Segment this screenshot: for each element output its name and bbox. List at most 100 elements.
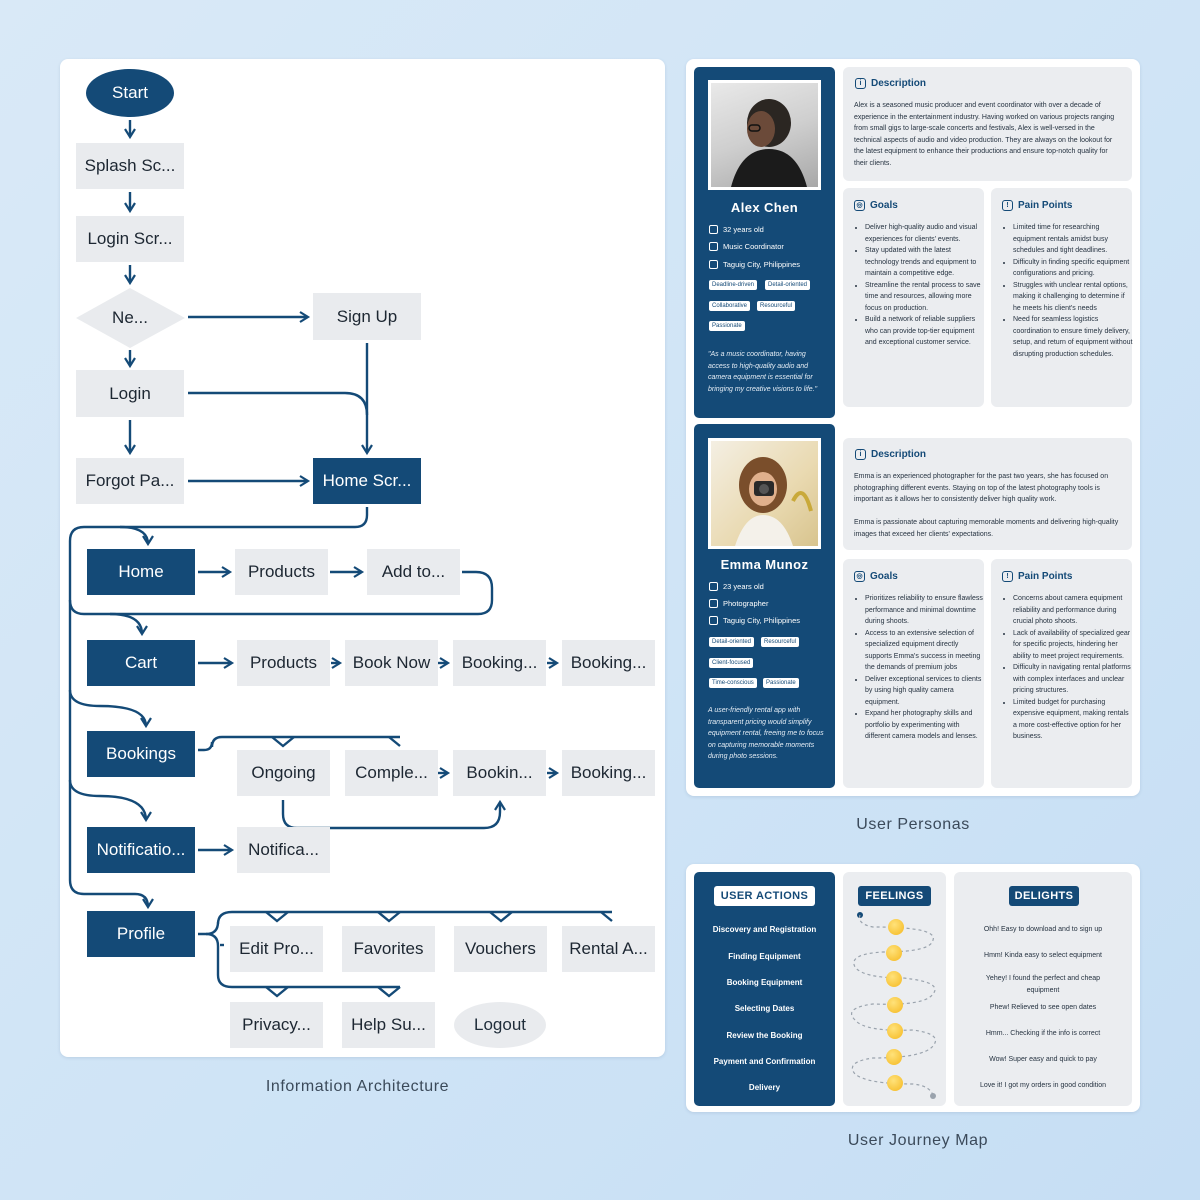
alex-goals-list: Deliver high-quality audio and visual ex… bbox=[853, 222, 983, 349]
booking-node-3: Booking... bbox=[562, 750, 655, 796]
journey-action: Finding Equipment bbox=[728, 952, 801, 961]
alex-pain-points-box: !Pain Points Limited time for researchin… bbox=[991, 188, 1132, 407]
add-to-node: Add to... bbox=[367, 549, 460, 595]
journey-delight: Ohh! Easy to download and to sign up bbox=[983, 926, 1103, 933]
emma-job: Photographer bbox=[709, 599, 768, 608]
decision-node-label: Ne... bbox=[112, 308, 148, 327]
alex-pain-item: Struggles with unclear rental options, m… bbox=[1013, 280, 1133, 315]
emma-goals-title: Goals bbox=[870, 571, 898, 582]
alex-goal-item: Streamline the rental process to save ti… bbox=[865, 280, 983, 315]
notifications-node: Notificatio... bbox=[87, 827, 195, 873]
alex-age-text: 32 years old bbox=[723, 225, 764, 234]
bookings-fork bbox=[198, 735, 400, 752]
bookin-node: Bookin... bbox=[453, 750, 546, 796]
booking-node-2: Booking... bbox=[562, 640, 655, 686]
journey-actions-column: USER ACTIONS Discovery and Registration … bbox=[694, 872, 835, 1106]
journey-delight: Yehey! I found the perfect and cheap equ… bbox=[985, 975, 1101, 994]
home-products-node: Products bbox=[235, 549, 328, 595]
login-node: Login bbox=[76, 370, 184, 417]
emma-location-text: Taguig City, Philippines bbox=[723, 616, 800, 625]
fork-favorites bbox=[377, 911, 401, 923]
help-support-node: Help Su... bbox=[342, 1002, 435, 1048]
alex-goal-item: Build a network of reliable suppliers wh… bbox=[865, 314, 983, 349]
emma-goal-item: Deliver exceptional services to clients … bbox=[865, 674, 985, 709]
emma-quote: A user-friendly rental app with transpar… bbox=[708, 707, 824, 760]
target-icon: ◎ bbox=[854, 571, 865, 582]
alex-location-text: Taguig City, Philippines bbox=[723, 260, 800, 269]
journey-caption: User Journey Map bbox=[847, 1132, 989, 1149]
alex-goals-box: ◎Goals Deliver high-quality audio and vi… bbox=[843, 188, 984, 407]
briefcase-icon bbox=[709, 599, 718, 608]
emma-name: Emma Munoz bbox=[720, 557, 809, 572]
emma-tag: Time-conscious bbox=[709, 678, 757, 688]
emma-goal-item: Expand her photography skills and portfo… bbox=[865, 708, 985, 743]
alex-goals-heading: ◎Goals bbox=[854, 200, 898, 211]
emma-pain-points-box: !Pain Points Concerns about camera equip… bbox=[991, 559, 1132, 788]
calendar-icon bbox=[709, 225, 718, 234]
user-actions-header: USER ACTIONS bbox=[714, 886, 815, 906]
cart-products-node: Products bbox=[237, 640, 330, 686]
login-screen-node: Login Scr... bbox=[76, 216, 184, 262]
alex-tag: Deadline-driven bbox=[709, 280, 758, 290]
fork-help bbox=[377, 986, 401, 998]
alex-description-text: Alex is a seasoned music producer and ev… bbox=[854, 102, 1115, 167]
decision-diamond bbox=[76, 288, 185, 348]
emma-photo-illustration bbox=[735, 457, 813, 546]
star-eyes-emoji-icon bbox=[886, 971, 902, 987]
fork-ongoing bbox=[271, 736, 295, 748]
branch-bookings bbox=[68, 689, 152, 729]
personas-caption: User Personas bbox=[856, 816, 970, 833]
emma-description-text-2: Emma is passionate about capturing memor… bbox=[854, 519, 1119, 538]
feelings-curve bbox=[851, 912, 937, 1099]
alex-goals-title: Goals bbox=[870, 200, 898, 211]
alex-pain-item: Need for seamless logistics coordination… bbox=[1013, 314, 1133, 360]
alex-name: Alex Chen bbox=[730, 200, 799, 215]
smile-emoji-icon bbox=[886, 945, 902, 961]
forgot-password-node: Forgot Pa... bbox=[76, 458, 184, 504]
journey-delight: Love it! I got my orders in good conditi… bbox=[979, 1082, 1107, 1089]
location-icon bbox=[709, 260, 718, 269]
journey-action: Payment and Confirmation bbox=[713, 1057, 816, 1066]
start-node: Start bbox=[86, 69, 174, 117]
loop-home-cart bbox=[68, 570, 494, 616]
emma-profile-card: Emma Munoz 23 years old Photographer Tag… bbox=[694, 424, 835, 788]
alex-pain-item: Limited time for researching equipment r… bbox=[1013, 222, 1133, 257]
branch-notifications bbox=[68, 779, 152, 823]
alex-profile-card: Alex Chen 32 years old Music Coordinator… bbox=[694, 67, 835, 418]
loop-ongoing-bookin bbox=[281, 799, 506, 830]
bookings-node: Bookings bbox=[87, 731, 195, 777]
fork-completed bbox=[388, 736, 401, 747]
emma-tag: Client-focused bbox=[709, 658, 754, 668]
journey-delight: Hmm! Kinda easy to select equipment bbox=[984, 952, 1102, 959]
alex-tag: Collaborative bbox=[709, 301, 751, 311]
emma-pain-item: Difficulty in navigating rental platform… bbox=[1013, 662, 1133, 697]
privacy-node: Privacy... bbox=[230, 1002, 323, 1048]
journey-action: Booking Equipment bbox=[726, 978, 803, 987]
booking-node-1: Booking... bbox=[453, 640, 546, 686]
alex-job: Music Coordinator bbox=[709, 242, 784, 251]
fork-vouchers bbox=[489, 911, 513, 923]
cart-node: Cart bbox=[87, 640, 195, 686]
alex-tag: Resourceful bbox=[757, 301, 796, 311]
alex-tag: Detail-oriented bbox=[765, 280, 811, 290]
delights-header: DELIGHTS bbox=[1009, 886, 1079, 906]
profile-fork bbox=[198, 910, 612, 936]
alex-description-title: Description bbox=[871, 78, 927, 89]
emma-goals-box: ◎Goals Prioritizes reliability to ensure… bbox=[843, 559, 984, 788]
branch-cart bbox=[109, 612, 148, 637]
emma-tag: Passionate bbox=[763, 678, 799, 688]
edit-profile-node: Edit Pro... bbox=[230, 926, 323, 972]
thinking-emoji-icon bbox=[887, 1023, 903, 1039]
alex-pain-title: Pain Points bbox=[1018, 200, 1073, 211]
emma-age: 23 years old bbox=[709, 582, 764, 591]
rental-node: Rental A... bbox=[562, 926, 655, 972]
emma-goals-heading: ◎ Goals bbox=[854, 571, 898, 582]
heart-eyes-emoji-icon bbox=[887, 1075, 903, 1091]
emma-pain-title: Pain Points bbox=[1018, 571, 1073, 582]
grin-emoji-icon bbox=[886, 1049, 902, 1065]
emma-description-title: Description bbox=[871, 449, 927, 460]
ia-caption: Information Architecture bbox=[265, 1078, 450, 1095]
